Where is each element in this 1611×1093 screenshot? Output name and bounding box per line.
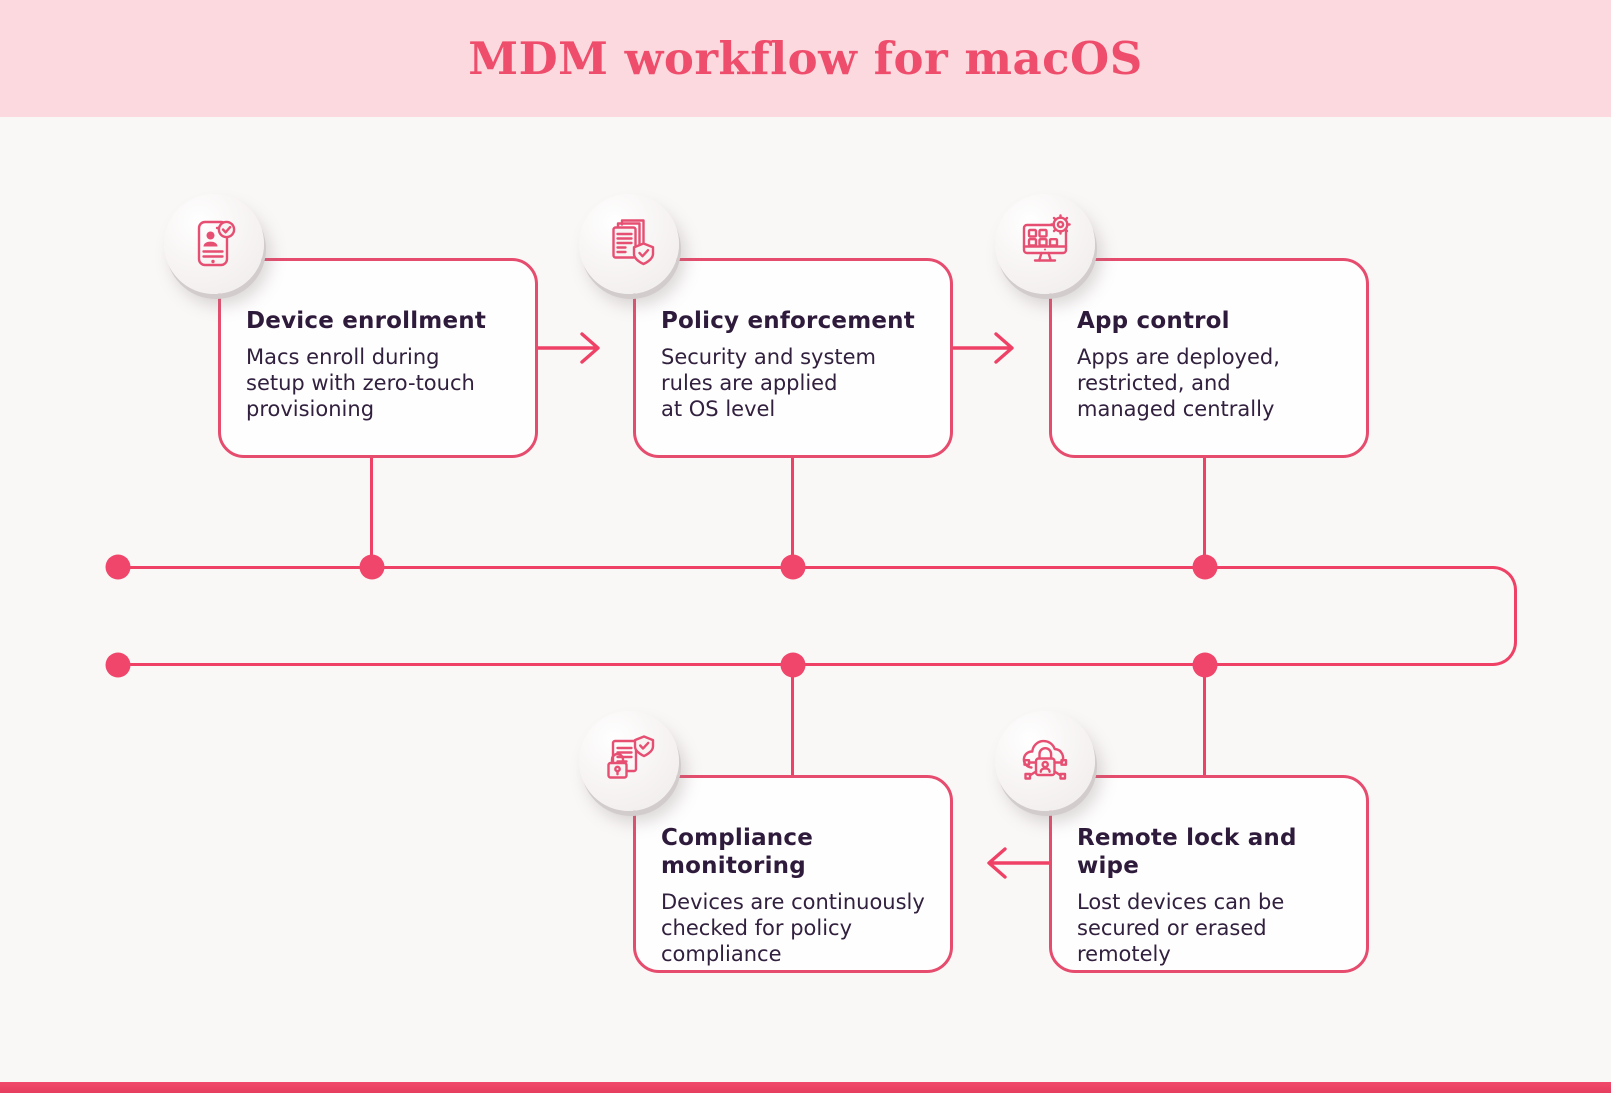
id-card-check-icon: [197, 220, 236, 267]
step-box-device-enrollment: Device enrollment Macs enroll during set…: [218, 258, 538, 458]
flow-dot: [780, 554, 806, 580]
step-title: App control: [1077, 308, 1230, 334]
step-icon-badge: [579, 194, 679, 294]
step-description: Devices are continuously checked for pol…: [661, 890, 925, 966]
flow-dot: [105, 554, 131, 580]
cloud-lock-circuit-icon: [1022, 739, 1068, 780]
connector-stub-policy-enforcement: [791, 456, 794, 569]
connector-frame: [118, 566, 1517, 666]
step-box-app-control: App control Apps are deployed, restricte…: [1049, 258, 1369, 458]
connector-stub-device-enrollment: [370, 456, 373, 569]
title-banner: MDM workflow for macOS: [0, 0, 1611, 117]
step-icon-badge: [579, 711, 679, 811]
flow-dot: [359, 554, 385, 580]
step-title: Compliance monitoring: [661, 825, 814, 879]
monitor-apps-gear-icon: [1022, 214, 1071, 262]
arrow-left-icon: [987, 847, 1050, 879]
connector-stub-app-control: [1203, 456, 1206, 569]
footer-accent-bar: [0, 1082, 1611, 1093]
step-title: Remote lock and wipe: [1077, 825, 1297, 879]
flow-dot: [780, 652, 806, 678]
flow-dot: [1192, 554, 1218, 580]
document-lock-shield-icon: [607, 735, 655, 779]
step-description: Macs enroll during setup with zero-touch…: [246, 345, 475, 421]
arrow-right-icon: [951, 332, 1014, 364]
connector-stub-compliance-monitoring: [791, 663, 794, 777]
step-box-remote-lock-and-wipe: Remote lock and wipe Lost devices can be…: [1049, 775, 1369, 973]
step-icon-badge: [995, 711, 1095, 811]
documents-shield-check-icon: [612, 219, 655, 266]
flow-dot: [105, 652, 131, 678]
step-box-policy-enforcement: Policy enforcement Security and system r…: [633, 258, 953, 458]
step-icon-badge: [164, 194, 264, 294]
arrow-right-icon: [537, 332, 600, 364]
flow-dot: [1192, 652, 1218, 678]
step-description: Apps are deployed, restricted, and manag…: [1077, 345, 1280, 421]
step-title: Device enrollment: [246, 308, 487, 334]
step-icon-badge: [995, 194, 1095, 294]
connector-stub-remote-lock-wipe: [1203, 663, 1206, 777]
step-description: Security and system rules are applied at…: [661, 345, 877, 421]
step-box-compliance-monitoring: Compliance monitoring Devices are contin…: [633, 775, 953, 973]
step-description: Lost devices can be secured or erased re…: [1077, 890, 1285, 966]
step-title: Policy enforcement: [661, 308, 915, 334]
page-title: MDM workflow for macOS: [468, 32, 1143, 85]
